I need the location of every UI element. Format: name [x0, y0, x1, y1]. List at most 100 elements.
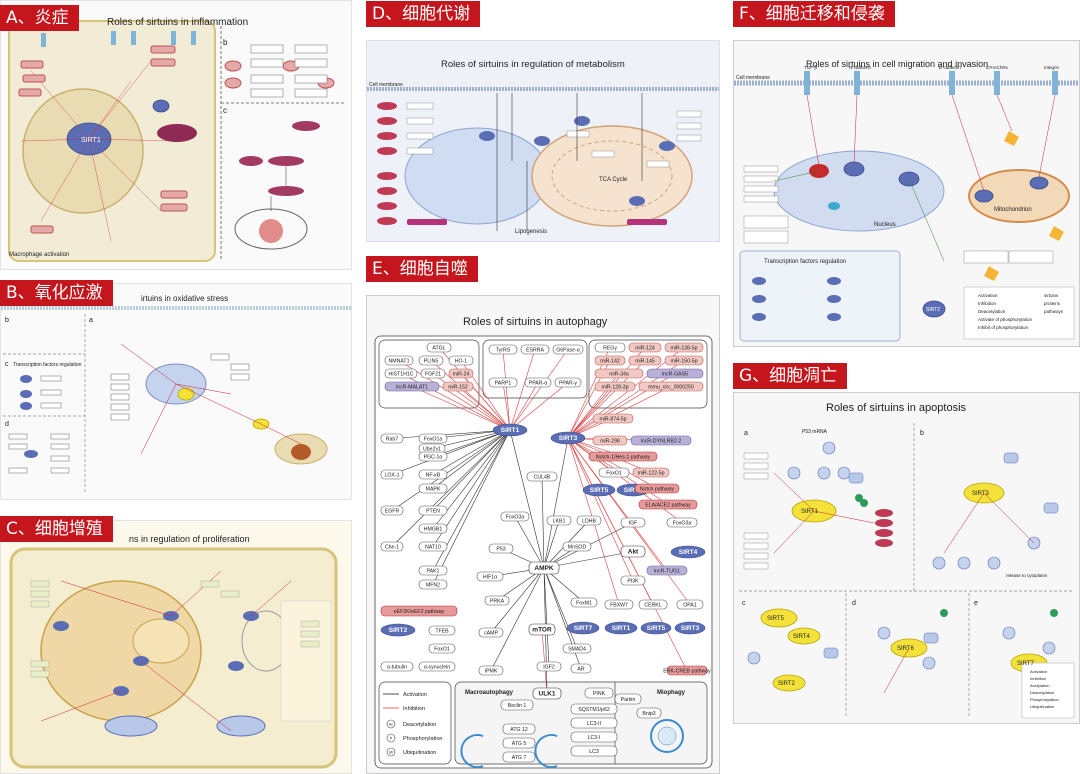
migration-title: Roles of sirtuins in cell migration and …	[806, 59, 989, 69]
autophagy-node: SIRT1	[492, 423, 528, 437]
tag-oxidative-stress: B、氧化应激	[0, 280, 113, 306]
autophagy-node-label: mTOR	[532, 627, 552, 634]
autophagy-node: eEF2K/eEF2 pathway	[380, 605, 458, 617]
autophagy-node-label: PAK1	[427, 569, 440, 575]
cell-membrane-label: Cell membrane	[369, 82, 403, 88]
autophagy-node-label: ULK1	[539, 691, 556, 698]
macrophage-activation-label: Macrophage activation	[9, 252, 69, 258]
autophagy-node-label: ESRRA	[526, 348, 544, 354]
receptor-label: Integrin	[1044, 65, 1060, 70]
legend-item: sirtuins	[1044, 293, 1059, 298]
autophagy-edge	[391, 429, 511, 511]
autophagy-node-label: Notch-1/Hes-1 pathway	[596, 455, 651, 461]
autophagy-edge	[490, 567, 545, 671]
autophagy-node-label: FoxO1	[434, 647, 450, 653]
autophagy-node: AMPK	[528, 561, 560, 575]
autophagy-label: Miophagy	[657, 690, 686, 696]
autophagy-node-label: SQSTM1/p62	[578, 707, 610, 713]
autophagy-node: NAT10	[418, 541, 448, 552]
release-cytoplasm-label: release to cytoplasm	[1006, 573, 1048, 578]
autophagy-node-label: PPAR-α	[529, 381, 547, 387]
autophagy-node: ELA/ACE2 pathway	[638, 499, 698, 510]
autophagy-node-label: PTEN	[426, 509, 440, 515]
sirt2-label: SIRT2	[926, 307, 940, 313]
subpanel-b-label: b	[223, 38, 228, 47]
autophagy-node-label: MAPK	[426, 487, 441, 493]
subpanel-d-label: d	[5, 421, 9, 428]
autophagy-node: miR-142	[594, 355, 626, 366]
autophagy-node-label: SIRT1	[612, 625, 631, 632]
autophagy-node: TyrRS	[488, 344, 518, 355]
subpanel-c-label: c	[223, 106, 227, 115]
autophagy-edge	[391, 429, 511, 439]
autophagy-node-label: lncR-MALAT1	[396, 385, 428, 391]
autophagy-node-label: P53	[496, 547, 505, 553]
transcription-factors-label: Transcription factors regulation	[13, 362, 82, 368]
autophagy-node: Bnip3	[636, 707, 662, 719]
oxidative-stress-diagram: b a c Transcription factors regulation d	[1, 306, 351, 494]
autophagy-node-label: lncR-DYNLRB2-2	[641, 439, 682, 445]
tag-metabolism: D、细胞代谢	[366, 1, 481, 27]
autophagy-node-label: ATGL	[432, 346, 445, 352]
autophagy-edge	[567, 386, 616, 439]
autophagy-node: TFEB	[428, 625, 456, 636]
subpanel-e-label: e	[974, 600, 978, 607]
autophagy-node-label: lncR-GAS5	[662, 372, 688, 378]
autophagy-node: miR-122-5p	[632, 467, 670, 478]
autophagy-node-label: Notch pathway	[640, 487, 675, 493]
subpanel-b-label: b	[5, 317, 9, 324]
autophagy-node: SIRT3	[550, 431, 586, 445]
autophagy-node-label: G6Pase-α	[556, 348, 579, 354]
legend-item: pathways	[1044, 309, 1064, 314]
sirt6-label: SIRT6	[897, 646, 915, 652]
autophagy-node: HIST1H1C	[384, 368, 418, 379]
autophagy-node-label: HMGB1	[424, 527, 443, 533]
autophagy-node-label: LDHB	[582, 519, 596, 525]
autophagy-node-label: PLIN5	[424, 359, 439, 365]
mitochondrion-label: Mitochondrion	[994, 207, 1032, 213]
autophagy-node-label: HIF1α	[483, 575, 497, 581]
autophagy-node-label: miR-152	[448, 385, 468, 391]
autophagy-node: miR-150-5p	[664, 355, 704, 366]
autophagy-node-label: SIRT5	[590, 487, 609, 494]
autophagy-node: ATG 12	[502, 723, 536, 735]
autophagy-node-label: mmu_circ_0000250	[648, 385, 694, 391]
autophagy-edge	[567, 347, 685, 439]
autophagy-node-label: SIRT6	[624, 487, 643, 494]
autophagy-edge	[543, 520, 560, 569]
legend-item: proteins	[1044, 301, 1061, 306]
autophagy-node-label: EGFR	[385, 509, 400, 515]
proliferation-diagram	[9, 547, 338, 769]
legend-symbol: Ac	[389, 723, 393, 727]
autophagy-node-label: PRKA	[490, 599, 505, 605]
autophagy-node: PTEN	[418, 505, 448, 516]
autophagy-node: IPMK	[478, 665, 504, 676]
autophagy-edge	[509, 429, 545, 569]
autophagy-node: IGF	[620, 517, 646, 528]
autophagy-label: Ubiquitination	[403, 750, 436, 756]
autophagy-node-label: miR-145	[635, 359, 655, 365]
autophagy-node-label: lncR-TUG1	[654, 569, 680, 575]
migration-diagram: Cell membrane Nucleus Mitochondrion Tran…	[734, 65, 1079, 342]
autophagy-edge	[567, 386, 672, 439]
autophagy-node: PRKA	[484, 595, 510, 606]
autophagy-node-label: PGC-1α	[424, 455, 443, 461]
legend-symbols	[383, 693, 399, 757]
tag-autophagy: E、细胞自噬	[366, 256, 478, 282]
sirt7-label: SIRT7	[1017, 661, 1035, 667]
tag-migration-invasion: F、细胞迁移和侵袭	[733, 1, 895, 27]
autophagy-node: PGC-1α	[418, 451, 448, 462]
subpanel-c-label: c	[742, 600, 746, 607]
autophagy-node: ATGL	[426, 342, 452, 353]
autophagy-node-label: α-tubulin	[387, 665, 407, 671]
autophagy-node-label: LOX-1	[385, 473, 400, 479]
sirt1-label: SIRT1	[801, 509, 819, 515]
autophagy-node: miR-152	[442, 381, 474, 392]
autophagy-edge	[543, 567, 578, 649]
autophagy-node-label: miR-298	[600, 439, 620, 445]
legend-item: Ubiquitination	[1030, 704, 1054, 709]
subpanel-b-label: b	[920, 430, 924, 437]
autophagy-node-label: miR-124	[635, 346, 655, 352]
autophagy-node-label: SIRT3	[681, 625, 700, 632]
autophagy-node-label: Beclin 1	[508, 703, 527, 709]
